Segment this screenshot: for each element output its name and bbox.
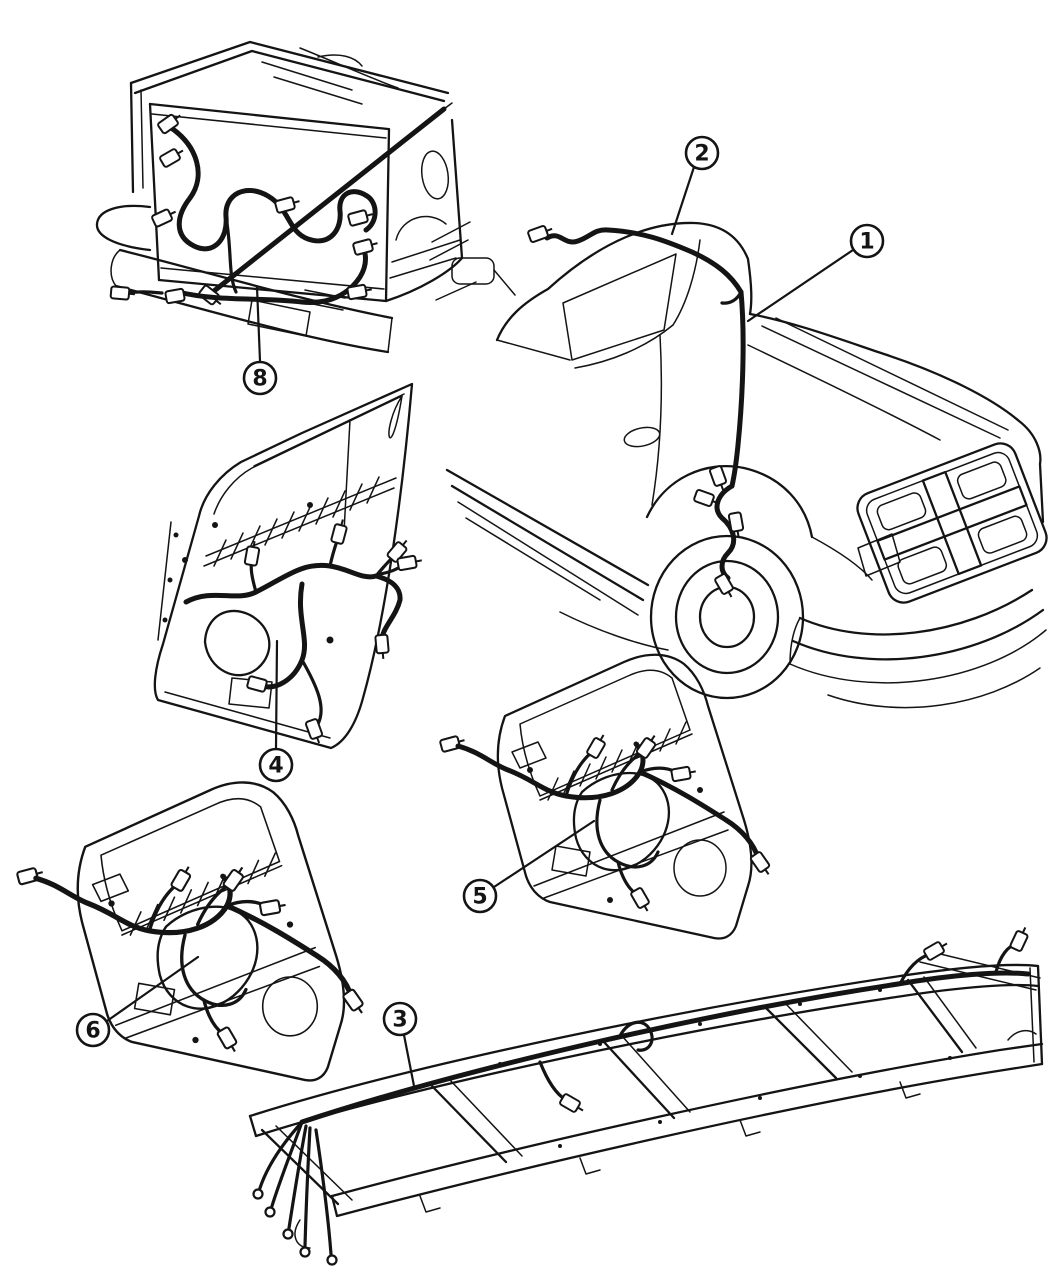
callout-1-leader-line <box>746 248 855 323</box>
callout-5[interactable]: 5 <box>462 819 596 914</box>
callout-8[interactable]: 8 <box>242 285 278 396</box>
truck-cab-front-view <box>429 221 1048 709</box>
callout-6-balloon[interactable] <box>75 1012 111 1048</box>
crosshair-grille <box>856 442 1048 604</box>
callout-4[interactable]: 4 <box>258 639 294 783</box>
callout-3-number: 3 <box>392 1008 407 1033</box>
callout-6-leader-line <box>105 955 200 1023</box>
callout-6[interactable]: 6 <box>75 955 200 1048</box>
callout-5-leader-line <box>492 819 596 889</box>
callout-3[interactable]: 3 <box>382 1001 418 1088</box>
callout-4-leader-line <box>274 639 279 750</box>
truck-bed-rear-view <box>95 40 464 354</box>
rear-door-panel <box>153 382 424 750</box>
callout-2-balloon[interactable] <box>684 135 720 171</box>
callout-3-leader-line <box>402 1033 416 1088</box>
chassis-frame <box>248 923 1044 1266</box>
callout-1[interactable]: 1 <box>746 223 885 323</box>
callout-2[interactable]: 2 <box>670 135 720 236</box>
callout-layer: 8 2 1 4 5 6 3 <box>75 135 885 1088</box>
callout-5-number: 5 <box>472 885 487 910</box>
callout-4-number: 4 <box>268 754 283 779</box>
callout-6-number: 6 <box>85 1019 100 1044</box>
callout-8-leader-line <box>255 285 262 363</box>
callout-2-leader-line <box>670 165 696 236</box>
callout-2-number: 2 <box>694 142 709 167</box>
callout-1-number: 1 <box>859 230 874 255</box>
callout-5-balloon[interactable] <box>462 878 498 914</box>
callout-8-balloon[interactable] <box>242 360 278 396</box>
front-door-panel-left <box>17 782 367 1080</box>
callout-8-number: 8 <box>252 367 267 392</box>
callout-3-balloon[interactable] <box>382 1001 418 1037</box>
callout-4-balloon[interactable] <box>258 747 294 783</box>
callout-1-balloon[interactable] <box>849 223 885 259</box>
front-door-panel-right <box>438 653 775 940</box>
